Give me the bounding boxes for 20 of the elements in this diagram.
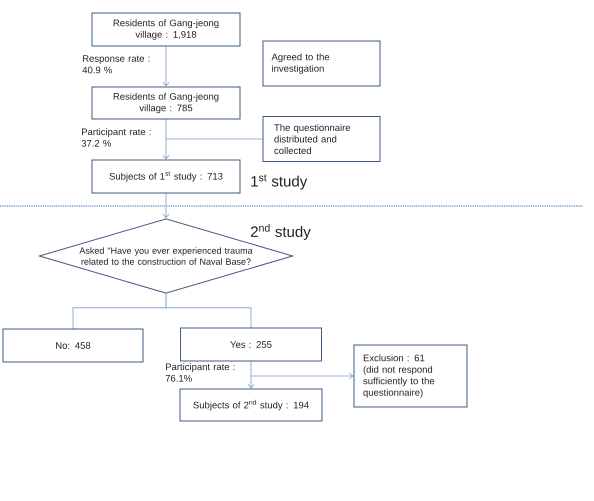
arrow <box>162 46 170 86</box>
note-box: Agreed to the investigation <box>262 40 380 86</box>
process-box: Subjects of 2$^{nd}$ study : 194 <box>180 388 322 422</box>
arrow <box>250 372 354 380</box>
edge-label: Participant rate : 37.2 % <box>82 128 151 147</box>
note-box: Exclusion : 61 (did not respond sufficiently to the questionnaire) <box>354 344 468 408</box>
connector-line <box>166 138 263 140</box>
process-box: No: 458 <box>2 328 144 362</box>
note-box: The questionnaire distributed and collected <box>262 116 380 162</box>
arrow <box>162 119 170 160</box>
section-label: 1$^{st}$ study <box>251 174 308 190</box>
process-box: Subjects of 1$^{st}$ study : 713 <box>92 160 240 194</box>
edge-label: Response rate : 40.9 % <box>82 55 150 74</box>
process-box: Residents of Gang-jeong village : 785 <box>92 86 240 120</box>
arrow <box>248 361 254 388</box>
process-box: Yes : 255 <box>180 328 322 362</box>
process-box: Residents of Gang-jeong village : 1,918 <box>92 12 240 46</box>
edge-label: Participant rate : 76.1% <box>166 363 235 382</box>
arrow <box>162 193 170 218</box>
connector-line <box>166 293 252 328</box>
